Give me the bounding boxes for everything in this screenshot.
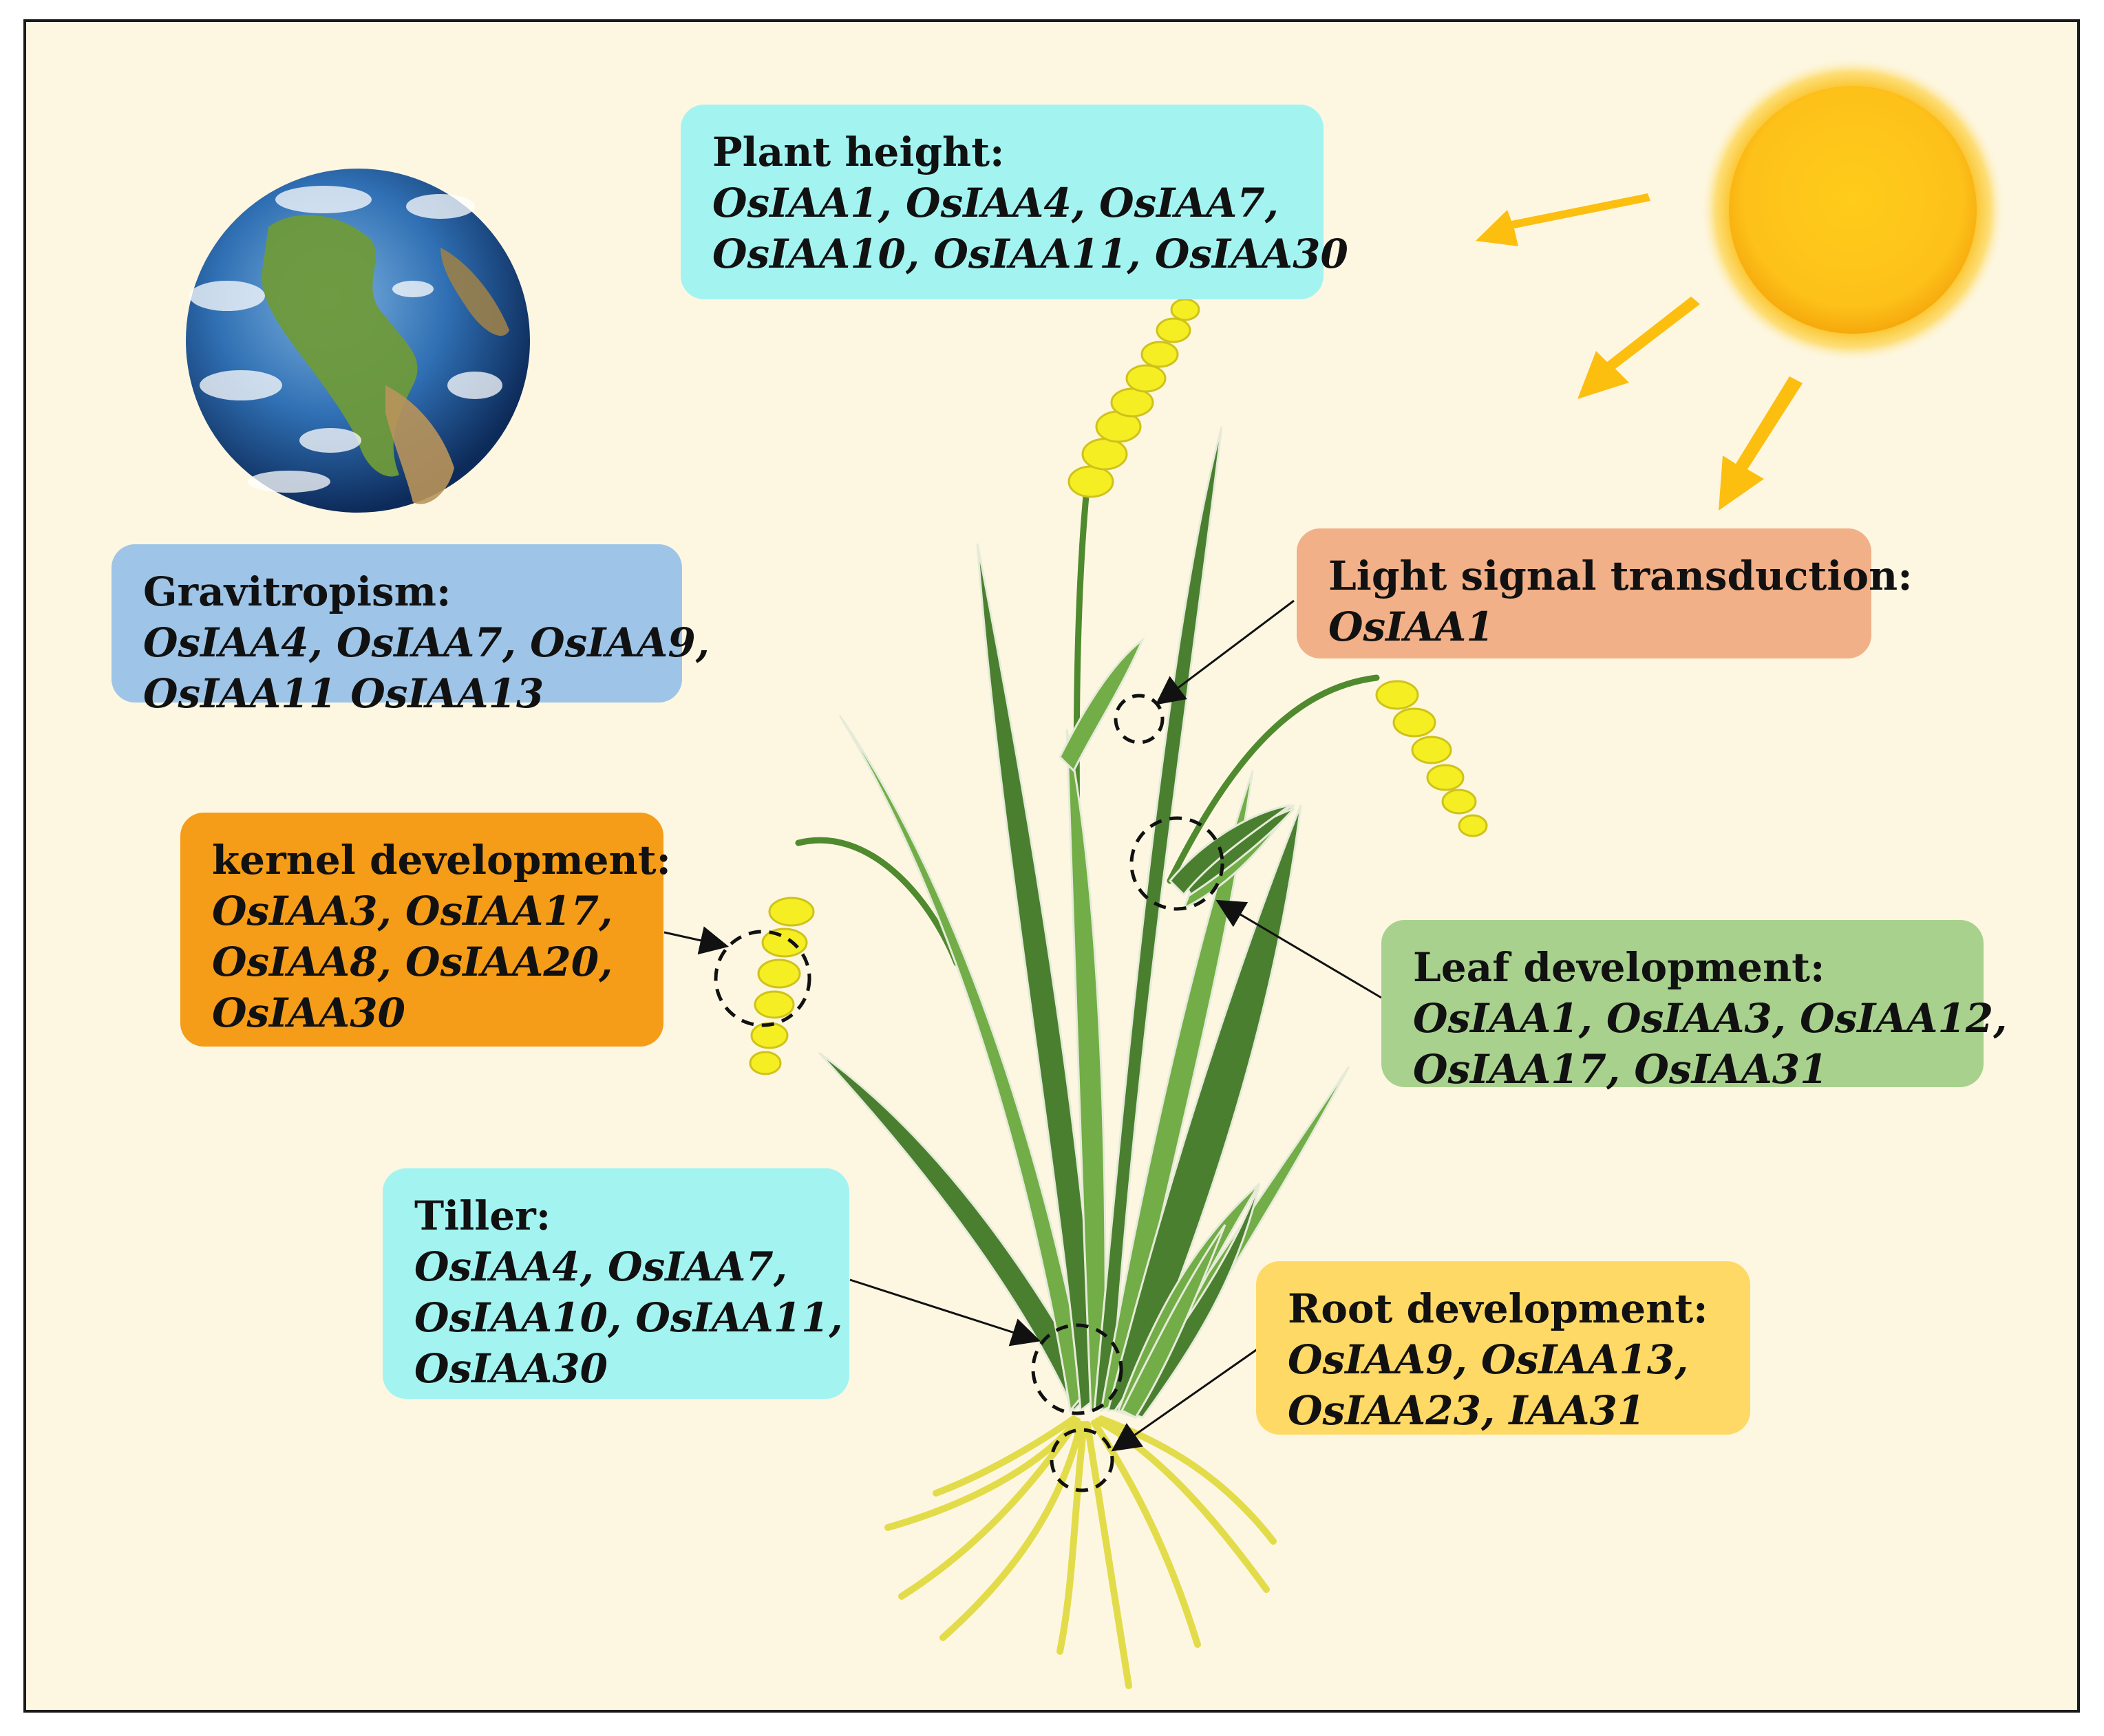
- leaves: [818, 426, 1350, 1419]
- gravitropism-title: Gravitropism:: [143, 568, 451, 615]
- pointer-arrows: [663, 599, 1382, 1452]
- sun-arrows: [1476, 193, 1803, 511]
- tiller-genes-line-3: OsIAA30: [414, 1345, 608, 1392]
- kernel-genes-line-1: OsIAA3, OsIAA17,: [212, 888, 613, 934]
- plant-height-box: Plant height: OsIAA1, OsIAA4, OsIAA7, Os…: [681, 105, 1348, 299]
- plant-height-title: Plant height:: [712, 129, 1005, 175]
- sun-icon: [1700, 57, 2006, 363]
- root-development-title: Root development:: [1288, 1285, 1708, 1332]
- leaf-genes-line-1: OsIAA1, OsIAA3, OsIAA12,: [1413, 995, 2008, 1042]
- plant-height-genes-line-1: OsIAA1, OsIAA4, OsIAA7,: [712, 180, 1279, 226]
- leaf-genes-line-2: OsIAA17, OsIAA31: [1413, 1046, 1828, 1093]
- kernel-development-title: kernel development:: [212, 837, 671, 883]
- tiller-title: Tiller:: [414, 1192, 551, 1239]
- plant-height-genes-line-2: OsIAA10, OsIAA11, OsIAA30: [712, 231, 1348, 277]
- tiller-genes-line-2: OsIAA10, OsIAA11,: [414, 1294, 843, 1341]
- leaf-development-title: Leaf development:: [1413, 944, 1825, 991]
- root-development-box: Root development: OsIAA9, OsIAA13, OsIAA…: [1256, 1261, 1750, 1435]
- tiller-box: Tiller: OsIAA4, OsIAA7, OsIAA10, OsIAA11…: [383, 1168, 849, 1399]
- leaf-development-box: Leaf development: OsIAA1, OsIAA3, OsIAA1…: [1381, 920, 2008, 1093]
- panicle-right: [1375, 680, 1488, 837]
- panicle-left: [749, 897, 815, 1075]
- root-genes-line-2: OsIAA23, IAA31: [1288, 1387, 1646, 1434]
- gravitropism-genes-line-2: OsIAA11 OsIAA13: [143, 670, 544, 717]
- kernel-genes-line-2: OsIAA8, OsIAA20,: [212, 939, 613, 985]
- root-genes-line-1: OsIAA9, OsIAA13,: [1288, 1336, 1689, 1383]
- gravitropism-box: Gravitropism: OsIAA4, OsIAA7, OsIAA9, Os…: [111, 544, 710, 717]
- light-signal-genes: OsIAA1: [1328, 603, 1494, 650]
- highlight-circles: [714, 694, 1224, 1492]
- kernel-genes-line-3: OsIAA30: [212, 989, 406, 1036]
- tiller-genes-line-1: OsIAA4, OsIAA7,: [414, 1243, 787, 1290]
- kernel-development-box: kernel development: OsIAA3, OsIAA17, OsI…: [180, 813, 671, 1047]
- light-signal-box: Light signal transduction: OsIAA1: [1297, 528, 1913, 658]
- gravitropism-genes-line-1: OsIAA4, OsIAA7, OsIAA9,: [143, 619, 710, 666]
- earth-icon: [186, 169, 530, 513]
- roots: [884, 1415, 1277, 1689]
- light-signal-title: Light signal transduction:: [1328, 553, 1913, 599]
- panicle-top: [1067, 298, 1200, 498]
